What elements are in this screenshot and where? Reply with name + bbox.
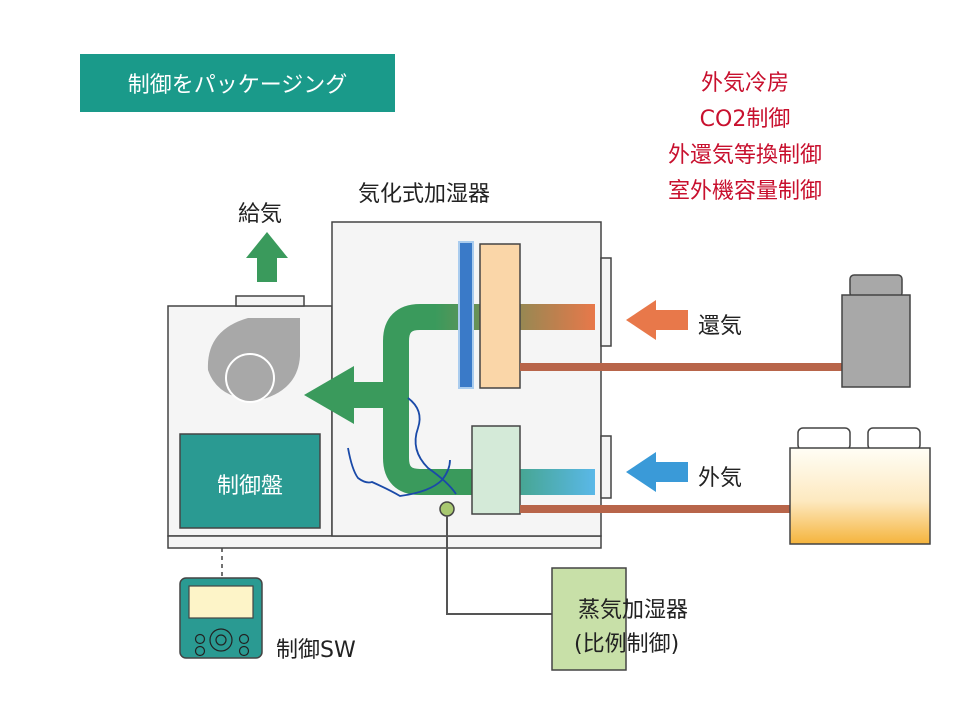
feature-item: CO2制御 <box>699 107 791 132</box>
steam-humidifier-mode-label: (比例制御) <box>574 632 680 657</box>
outside-flange <box>600 435 612 499</box>
supply-outlet <box>235 295 305 307</box>
humidifier-pad <box>458 241 474 389</box>
outside-air-label: 外気 <box>698 466 743 491</box>
humidifier-type-label: 気化式加湿器 <box>358 182 491 207</box>
feature-item: 室外機容量制御 <box>667 179 822 204</box>
sensor-line <box>446 516 552 615</box>
steam-humidifier <box>551 567 627 671</box>
steam-humidifier-label: 蒸気加湿器 <box>578 598 689 623</box>
unit-base <box>167 535 602 549</box>
feature-item: 外還気等換制御 <box>667 143 822 168</box>
outside-air-arrow <box>626 452 688 492</box>
feature-item: 外気冷房 <box>700 71 789 96</box>
return-flange <box>600 257 612 347</box>
control-switch-device <box>179 577 263 659</box>
return-air-arrow <box>626 300 688 340</box>
outside-air-unit <box>789 427 931 545</box>
supply-air-arrow <box>246 232 288 282</box>
heat-exchanger <box>471 425 521 515</box>
control-panel-label: 制御盤 <box>216 474 283 499</box>
control-switch-label: 制御SW <box>276 638 356 663</box>
outdoor-unit <box>841 274 911 388</box>
supply-air-label: 給気 <box>238 202 283 227</box>
control-panel <box>179 433 321 529</box>
return-air-label: 還気 <box>698 314 743 339</box>
cooling-coil <box>479 243 521 389</box>
fan-icon <box>207 318 300 403</box>
signal-wires <box>347 397 457 497</box>
title-text: 制御をパッケージング <box>127 73 348 98</box>
title-badge: 制御をパッケージング <box>80 54 395 112</box>
feature-list: 外気冷房 CO2制御 外還気等換制御 室外機容量制御 <box>600 66 890 210</box>
humidity-sensor <box>439 501 455 517</box>
